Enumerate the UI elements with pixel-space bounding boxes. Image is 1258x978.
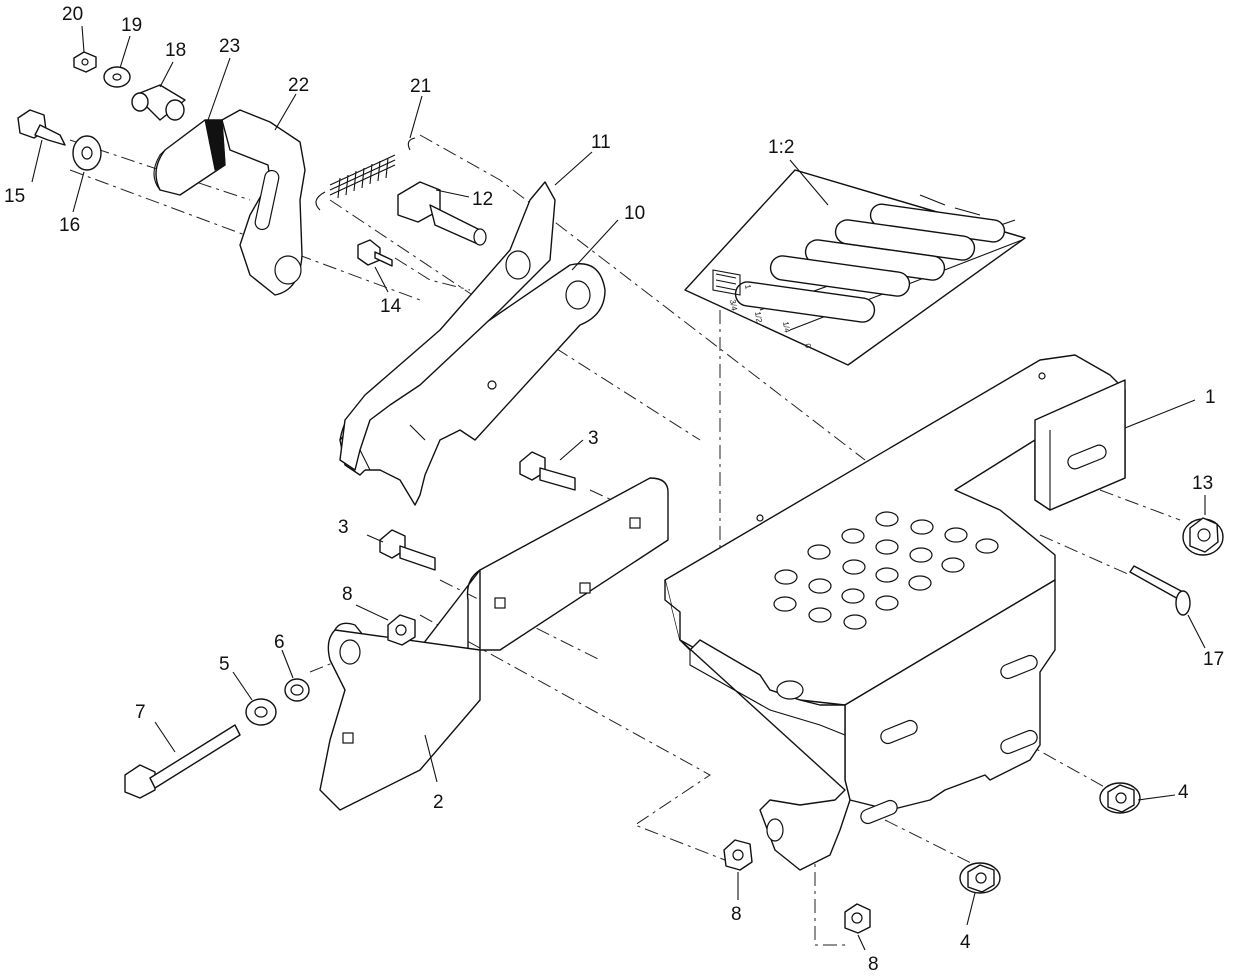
callout-4-upper: 4 [1178,782,1189,803]
bolt-part-15 [17,109,66,146]
nut-part-20 [73,51,97,73]
callout-14: 14 [380,296,402,317]
callout-6: 6 [274,632,285,653]
callout-10: 10 [624,203,645,224]
callout-2: 2 [433,792,444,813]
washer-part-16 [72,135,102,171]
washer-part-5 [245,698,277,726]
decal-mark-0: 0 [803,343,813,349]
leader-lines [31,25,1206,951]
pin-part-17 [1129,565,1191,616]
callout-3-lower: 3 [338,517,349,538]
decal-mark-1-4: 1/4 [781,321,792,334]
nut-part-8-lower [844,903,871,934]
decal-mark-1: 1 [743,284,753,290]
callout-19: 19 [121,15,142,36]
nut-part-8-middle [723,839,753,871]
bracket-part-23 [153,119,226,196]
washer-part-19 [103,66,131,88]
callout-13: 13 [1192,473,1213,494]
callout-1-2: 1:2 [768,137,794,158]
flange-nut-part-4-lower [959,862,1001,894]
side-plate-part-2 [319,477,669,811]
callout-16: 16 [59,215,80,236]
callout-11: 11 [591,132,611,153]
flange-nut-part-13 [1182,517,1224,556]
callout-23: 23 [219,36,240,57]
callout-17: 17 [1203,649,1224,670]
spacer-part-18 [131,84,186,121]
decal-mark-1-2: 1/2 [753,311,764,324]
callout-20: 20 [62,4,83,25]
spacer-part-6 [284,678,310,702]
small-bolt-part-14 [357,239,393,267]
bolt-part-3-lower [379,529,436,571]
callout-3-upper: 3 [588,428,599,449]
flange-nut-part-4-upper [1099,782,1141,814]
bolt-part-3-upper [519,451,576,491]
callout-21: 21 [410,76,431,97]
callout-22: 22 [288,75,309,96]
callout-1: 1 [1205,387,1216,408]
shoulder-bolt-part-12 [397,181,487,246]
nut-part-8-upper [387,614,416,646]
decal-1-2: 0 1/4 1/2 3/4 1 [684,169,1026,366]
callout-8-middle: 8 [731,904,742,925]
frame-hole-pattern [773,511,999,630]
callout-12: 12 [472,189,493,210]
callout-labels: 1 1:2 2 3 3 4 4 5 6 7 8 8 8 10 11 12 13 … [4,4,1224,975]
callout-8-lower: 8 [868,954,879,975]
spring-part-21 [315,137,416,211]
hex-bolt-part-7 [124,724,241,799]
upper-lever-part-11 [339,181,556,471]
callout-8-upper: 8 [342,584,353,605]
pawl-plate-part-22 [221,109,306,296]
decal-mark-3-4: 3/4 [728,299,739,312]
main-frame-part-1 [664,354,1126,871]
callout-5: 5 [219,654,230,675]
callout-4-lower: 4 [960,932,971,953]
callout-15: 15 [4,186,25,207]
callout-7: 7 [135,702,146,723]
callout-18: 18 [165,40,186,61]
